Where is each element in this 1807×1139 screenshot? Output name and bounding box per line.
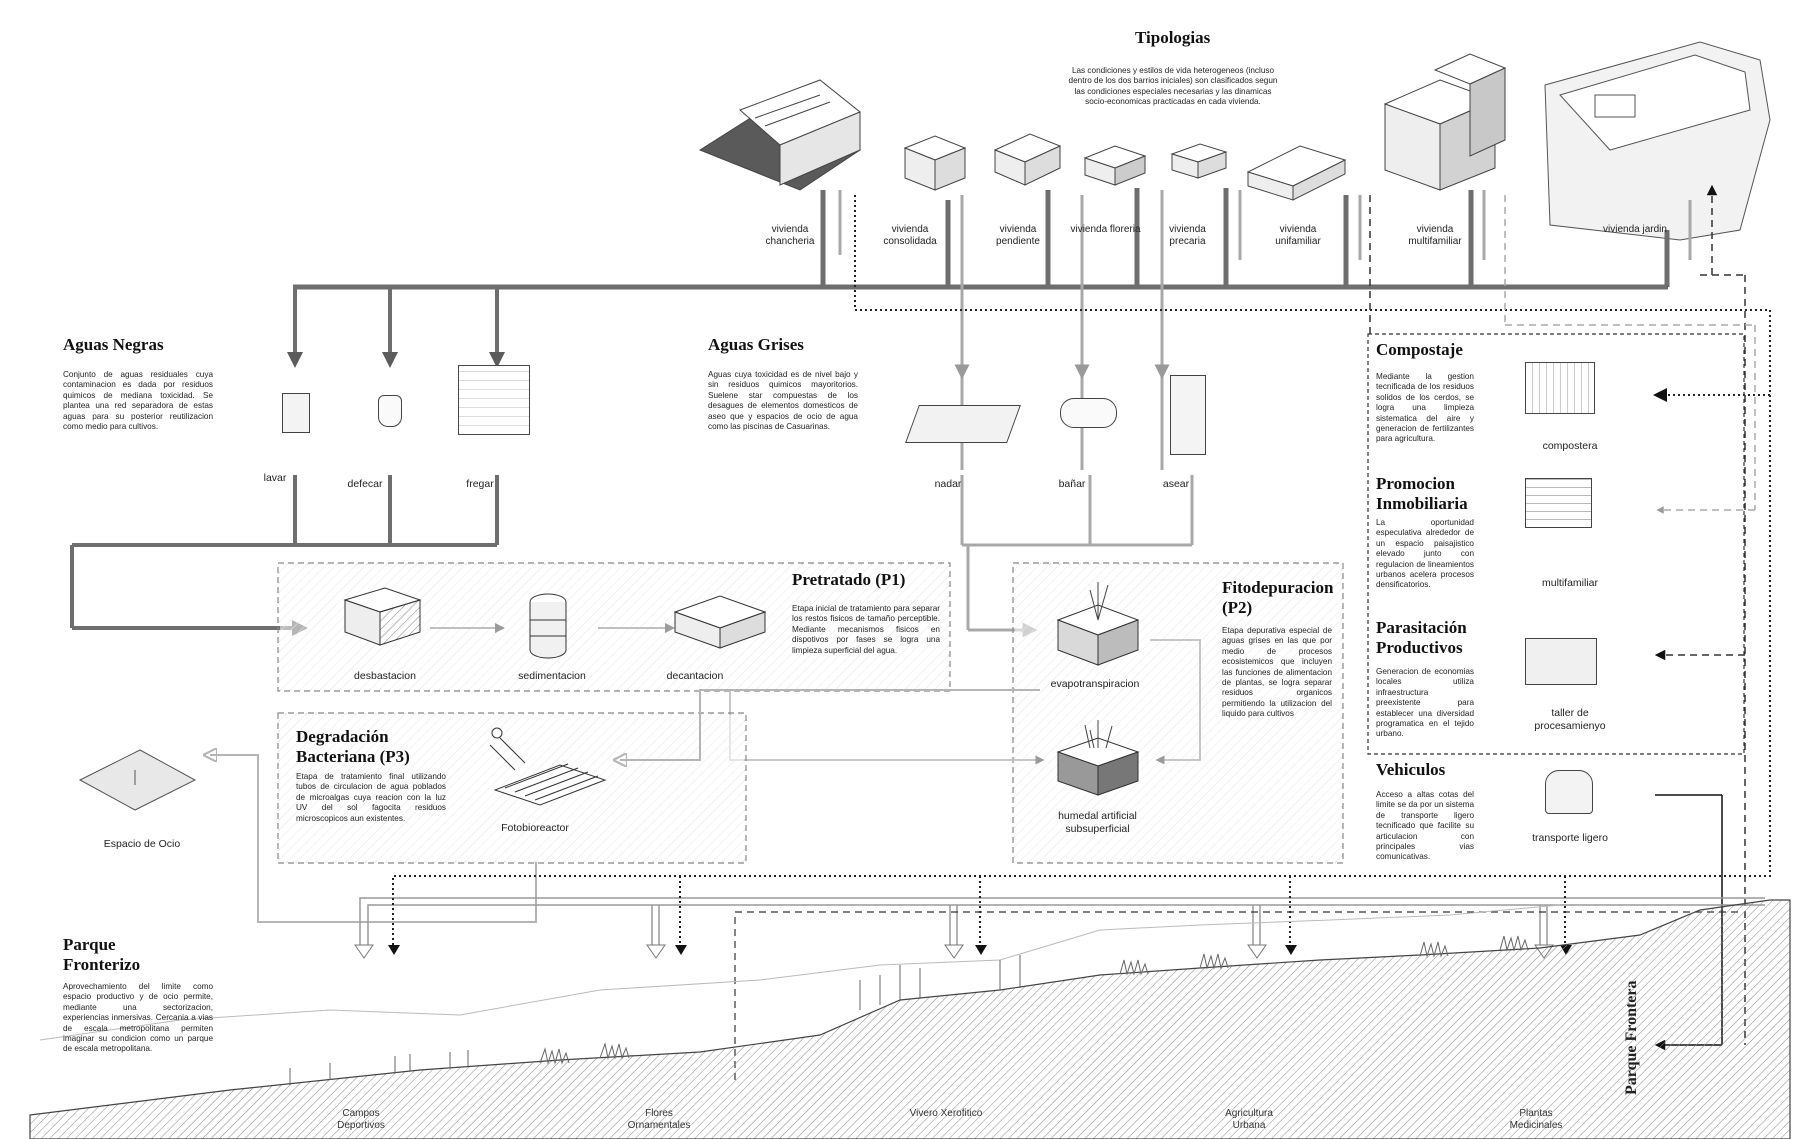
pretratado-title: Pretratado (P1) (792, 570, 905, 590)
building-chancheria (700, 80, 860, 190)
transporte-icon (1545, 770, 1593, 814)
item-asear: asear (1156, 478, 1196, 491)
building-multifamiliar (1385, 54, 1505, 190)
ground-label-vivero: Vivero Xerofitico (905, 1108, 987, 1120)
building-precaria (1172, 144, 1226, 178)
building-consolidada (905, 136, 965, 190)
espacio-ocio-icon (80, 750, 195, 810)
item-defecar: defecar (340, 478, 390, 491)
item-decantacion: decantacion (660, 670, 730, 683)
black-water-branches (295, 287, 497, 360)
vehiculos-title: Vehiculos (1376, 760, 1445, 780)
building-pendiente (995, 134, 1060, 185)
item-banar: bañar (1049, 478, 1095, 491)
fitodepuracion-title: Fitodepuracion (P2) (1222, 578, 1334, 617)
vehiculos-desc: Acceso a altas cotas del limite se da po… (1376, 790, 1474, 863)
pool-icon (905, 405, 1021, 443)
sink-icon (1170, 375, 1206, 455)
typology-label-pendiente: vivienda pendiente (978, 224, 1058, 248)
building-floreria (1085, 146, 1145, 185)
typology-label-unifamiliar: vivienda unifamiliar (1258, 224, 1338, 248)
terrain-ground (30, 900, 1790, 1139)
parque-desc: Aprovechamiento del limite como espacio … (63, 982, 213, 1055)
aguas-grises-desc: Aguas cuya toxicidad es de nivel bajo y … (708, 370, 858, 432)
fitodepuracion-desc: Etapa depurativa especial de aguas grise… (1222, 626, 1332, 720)
washing-machine-icon (282, 393, 310, 433)
degradacion-desc: Etapa de tratamiento final utilizando tu… (296, 772, 446, 824)
pretratado-desc: Etapa inicial de tratamiento para separa… (792, 604, 940, 656)
parque-frontera-label: Parque Frontera (1623, 1015, 1641, 1095)
toilet-icon (378, 395, 402, 427)
typology-label-floreria: vivienda floreria (1068, 224, 1143, 236)
ground-label-flores: Flores Ornamentales (618, 1108, 700, 1132)
compostaje-title: Compostaje (1376, 340, 1463, 360)
promocion-title: Promocion Inmobiliaria (1376, 474, 1496, 513)
irrigation-outlets (355, 945, 1553, 958)
dashed-grey-lines (1505, 195, 1755, 510)
page-title: Tipologias (1135, 28, 1210, 48)
building-jardin (1545, 42, 1770, 240)
item-taller: taller de procesamienyo (1520, 707, 1620, 732)
aguas-grises-title: Aguas Grises (708, 335, 804, 355)
parasitacion-desc: Generacion de economias locales utiliza … (1376, 667, 1474, 740)
item-multifamiliar: multifamiliar (1520, 577, 1620, 590)
ground-label-plantas: Plantas Medicinales (1495, 1108, 1577, 1132)
item-desbastacion: desbastacion (340, 670, 430, 683)
item-evapotranspiracion: evapotranspiracion (1040, 678, 1150, 691)
typology-label-chancheria: vivienda chancheria (750, 224, 830, 248)
item-humedal: humedal artificial subsuperficial (1040, 810, 1155, 835)
compostera-icon (1525, 362, 1595, 414)
parque-title: Parque Fronterizo (63, 935, 163, 974)
grey-water-branches (962, 340, 1162, 372)
typology-label-consolidada: vivienda consolidada (870, 224, 950, 248)
dotted-park-lines (393, 876, 1770, 945)
sedimentacion-icon (530, 594, 566, 658)
item-lavar: lavar (255, 472, 295, 485)
parasitacion-title: Parasitación Productivos (1376, 618, 1496, 657)
item-nadar: nadar (928, 478, 968, 491)
title-description: Las condiciones y estilos de vida hetero… (1068, 66, 1278, 108)
ground-label-campos: Campos Deportivos (320, 1108, 402, 1132)
compostaje-desc: Mediante la gestion tecnificada de los r… (1376, 372, 1474, 445)
item-fotobioreactor: Fotobioreactor (495, 822, 575, 835)
item-compostera: compostera (1525, 440, 1615, 453)
espacio-ocio-label: Espacio de Ocio (92, 838, 192, 851)
typology-label-multifamiliar: vivienda multifamiliar (1395, 224, 1475, 248)
ground-label-agricultura: Agricultura Urbana (1208, 1108, 1290, 1132)
kitchen-sink-icon (458, 365, 530, 435)
degradacion-title: Degradación Bacteriana (P3) (296, 727, 421, 766)
bathtub-icon (1060, 398, 1117, 428)
park-outlets-black (388, 945, 1572, 955)
aguas-negras-title: Aguas Negras (63, 335, 164, 355)
typology-label-jardin: vivienda jardin (1595, 224, 1675, 236)
item-fregar: fregar (455, 478, 505, 491)
building-unifamiliar (1248, 146, 1345, 200)
promocion-desc: La oportunidad especulativa alrededor de… (1376, 518, 1474, 591)
item-transporte: transporte ligero (1520, 832, 1620, 845)
typology-label-precaria: vivienda precaria (1150, 224, 1225, 248)
aguas-negras-desc: Conjunto de aguas residuales cuya contam… (63, 370, 213, 432)
multifamiliar-icon (1525, 478, 1592, 528)
taller-icon (1525, 638, 1597, 685)
item-sedimentacion: sedimentacion (512, 670, 592, 683)
